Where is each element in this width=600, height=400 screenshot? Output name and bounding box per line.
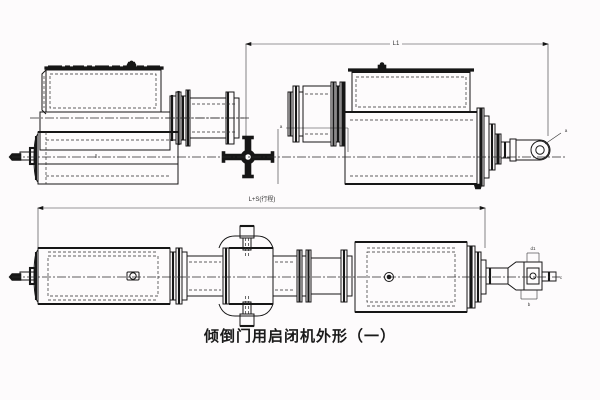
dimension-l1-label: L1 — [393, 41, 400, 47]
right-gland-bushing — [287, 81, 346, 147]
left-gland-bushing — [166, 89, 244, 147]
left-cylinder-barrel — [8, 60, 179, 185]
detail-dim-top-label: d1 — [530, 246, 536, 251]
mid-gland-plan — [169, 247, 230, 305]
detail-dim-top: d1 — [526, 246, 540, 262]
trunnion-saddle-plan — [218, 224, 274, 328]
dimension-ls-label: L+S(行程) — [249, 195, 276, 203]
trunnion-pin-bottom — [239, 296, 255, 328]
detail-dim-right: c — [555, 272, 563, 281]
upper-assembly-view: L1 — [8, 39, 568, 190]
piston-rod-left-plan — [8, 266, 37, 286]
trunnion-pin-top — [239, 224, 255, 256]
detail-dim-right-label: c — [560, 275, 563, 280]
port-hole-left — [126, 271, 140, 281]
section-mark-upper-label: a — [280, 124, 283, 129]
dimension-ls: L+S(行程) — [37, 194, 486, 248]
dimension-l1: L1 — [245, 39, 549, 148]
vent-boss-upper-left — [126, 60, 137, 69]
right-cylinder-assembly — [344, 62, 502, 190]
right-gland-plan — [272, 249, 353, 303]
detail-dim-bottom-label: b — [528, 302, 531, 307]
clevis-eye-upper: a — [500, 128, 568, 162]
left-barrel-plan — [8, 246, 171, 306]
vent-boss-upper-right — [377, 62, 387, 71]
fork-end-plan: d1 b c — [485, 246, 563, 307]
callout-upper-label: a — [565, 128, 568, 133]
detail-dim-bottom: b — [520, 290, 538, 307]
piston-rod-left — [8, 146, 37, 166]
lower-assembly-view: L+S(行程) — [8, 194, 563, 328]
